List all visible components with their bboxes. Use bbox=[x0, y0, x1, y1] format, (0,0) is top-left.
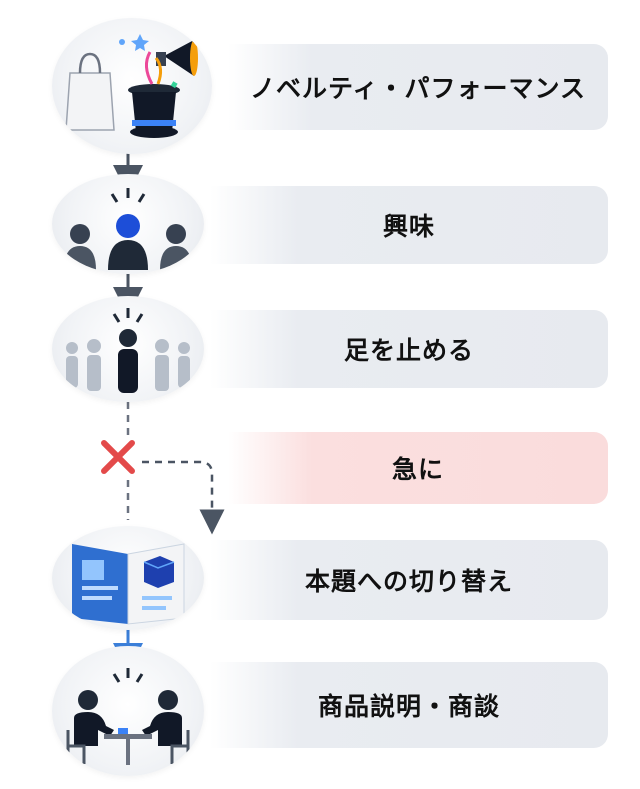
step-label: 商品説明・商談 bbox=[317, 692, 500, 721]
dashed-detour-arrow bbox=[142, 460, 225, 535]
step-label: ノベルティ・パフォーマンス bbox=[249, 74, 586, 103]
step-label-box: ノベルティ・パフォーマンス bbox=[228, 44, 608, 130]
step-label: 興味 bbox=[382, 212, 435, 241]
step-label-box: 興味 bbox=[210, 186, 608, 264]
step-label-box-alert: 急に bbox=[228, 432, 608, 504]
step-label-box: 商品説明・商談 bbox=[210, 662, 608, 748]
step-label: 急に bbox=[391, 455, 444, 484]
business-meeting-icon bbox=[52, 646, 204, 776]
shopping-bag-magic-hat-megaphone-icon bbox=[52, 18, 212, 154]
open-brochure-icon bbox=[52, 526, 204, 630]
cross-icon bbox=[101, 440, 135, 474]
interested-people-icon bbox=[52, 174, 204, 274]
step-label: 足を止める bbox=[343, 336, 474, 365]
step-label-box: 本題への切り替え bbox=[210, 540, 608, 620]
step-label-box: 足を止める bbox=[210, 310, 608, 388]
step-label: 本題への切り替え bbox=[304, 567, 513, 596]
person-stopping-in-crowd-icon bbox=[52, 296, 204, 402]
